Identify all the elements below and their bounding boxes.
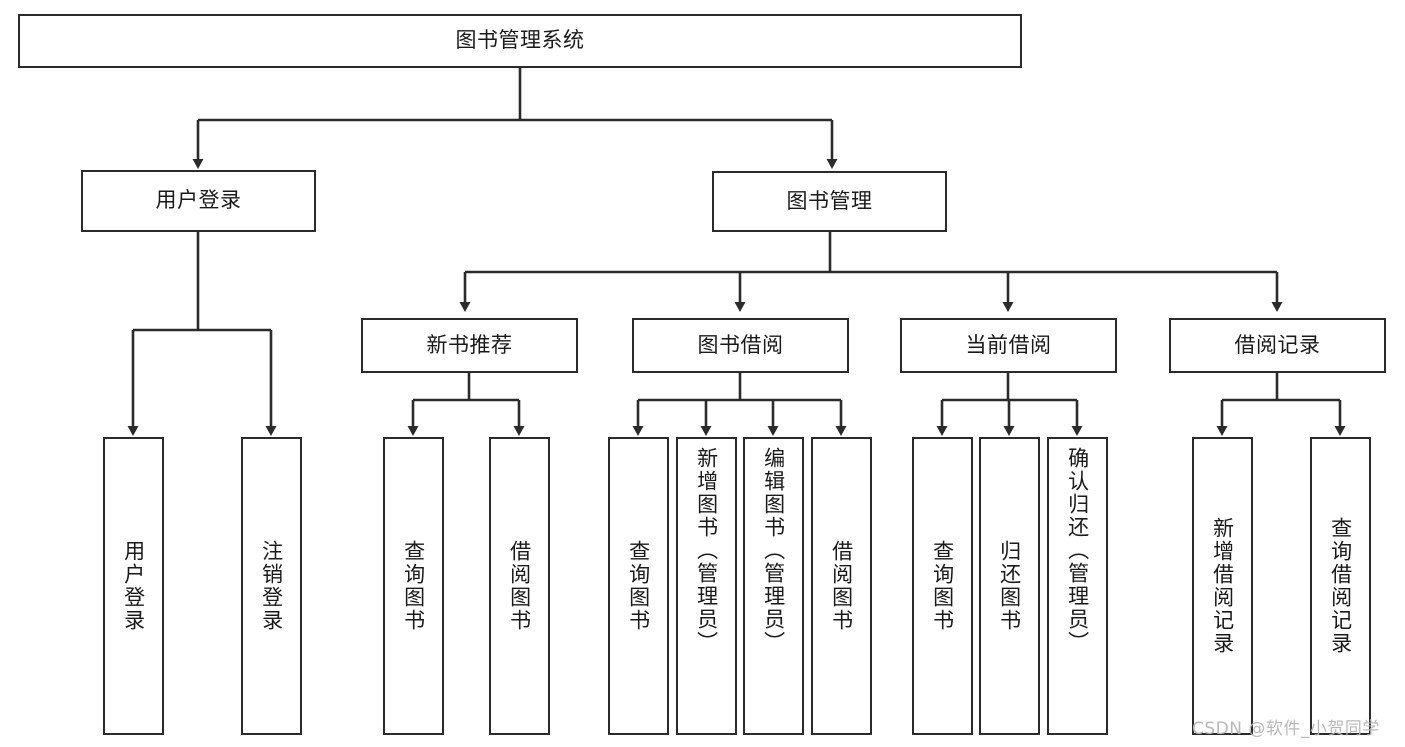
leaf-label: 用户登录: [121, 540, 146, 632]
leaf-label: 归还图书: [997, 540, 1022, 632]
node-book-manage-label: 图书管理: [786, 188, 873, 213]
leaf-current-borrow-0[interactable]: 查询图书: [912, 437, 973, 735]
node-borrow-record-label: 借阅记录: [1234, 332, 1321, 357]
leaf-label: 新增图书（管理员）: [694, 447, 719, 654]
leaf-label: 查询图书: [930, 540, 955, 632]
leaf-current-borrow-2[interactable]: 确认归还（管理员）: [1047, 437, 1108, 735]
leaf-book-borrow-1[interactable]: 新增图书（管理员）: [676, 437, 737, 735]
leaf-user-login-0[interactable]: 用户登录: [103, 437, 164, 735]
csdn-watermark: CSDN @软件_小贺同学: [1192, 719, 1380, 739]
leaf-label: 借阅图书: [507, 540, 532, 632]
leaf-label: 注销登录: [259, 540, 284, 632]
node-book-manage[interactable]: 图书管理: [712, 171, 947, 232]
leaf-label: 查询借阅记录: [1328, 517, 1353, 655]
leaf-book-borrow-3[interactable]: 借阅图书: [811, 437, 872, 735]
leaf-borrow-record-1[interactable]: 查询借阅记录: [1310, 437, 1371, 735]
leaf-label: 查询图书: [401, 540, 426, 632]
leaf-book-borrow-2[interactable]: 编辑图书（管理员）: [743, 437, 804, 735]
node-user-login[interactable]: 用户登录: [81, 170, 316, 232]
leaf-borrow-record-0[interactable]: 新增借阅记录: [1192, 437, 1253, 735]
leaf-current-borrow-1[interactable]: 归还图书: [979, 437, 1040, 735]
leaf-new-book-recommend-0[interactable]: 查询图书: [383, 437, 444, 735]
node-user-login-label: 用户登录: [155, 188, 242, 213]
node-current-borrow[interactable]: 当前借阅: [900, 318, 1117, 373]
node-current-borrow-label: 当前借阅: [965, 332, 1052, 357]
node-new-book-recommend[interactable]: 新书推荐: [361, 318, 578, 373]
leaf-new-book-recommend-1[interactable]: 借阅图书: [489, 437, 550, 735]
leaf-label: 新增借阅记录: [1210, 517, 1235, 655]
leaf-label: 查询图书: [626, 540, 651, 632]
node-book-borrow[interactable]: 图书借阅: [632, 318, 849, 373]
node-book-borrow-label: 图书借阅: [697, 332, 784, 357]
leaf-label: 编辑图书（管理员）: [761, 447, 786, 654]
leaf-book-borrow-0[interactable]: 查询图书: [608, 437, 669, 735]
node-root-label: 图书管理系统: [455, 28, 585, 53]
node-new-book-recommend-label: 新书推荐: [426, 332, 513, 357]
node-root[interactable]: 图书管理系统: [18, 14, 1022, 68]
leaf-label: 借阅图书: [829, 540, 854, 632]
leaf-label: 确认归还（管理员）: [1065, 447, 1090, 654]
node-borrow-record[interactable]: 借阅记录: [1169, 318, 1386, 373]
leaf-user-login-1[interactable]: 注销登录: [241, 437, 302, 735]
